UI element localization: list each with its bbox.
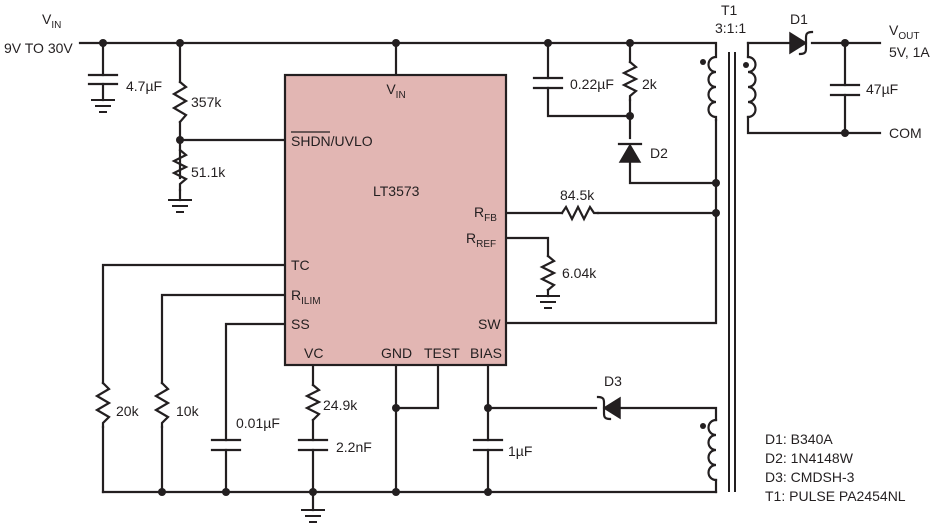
label-2-2nf: 2.2nF bbox=[336, 439, 372, 455]
label-47uf: 47µF bbox=[866, 81, 898, 97]
ic-pin-vin: VIN bbox=[386, 81, 405, 101]
resistor-357k bbox=[171, 80, 189, 124]
resistor-84-5k bbox=[560, 204, 600, 222]
ic-pin-bias: BIAS bbox=[470, 345, 502, 361]
label-24-9k: 24.9k bbox=[323, 397, 358, 413]
diodes bbox=[596, 30, 814, 421]
ic-body bbox=[283, 73, 508, 367]
capacitors bbox=[87, 73, 861, 452]
label-t1: T1 bbox=[721, 2, 738, 18]
ground-icon bbox=[168, 199, 192, 213]
ic-pin-shdn: SHDN/UVLO bbox=[291, 133, 373, 149]
primary-winding bbox=[707, 41, 718, 122]
label-10k: 10k bbox=[176, 403, 200, 419]
ic-pin-gnd: GND bbox=[381, 345, 412, 361]
ground-icon bbox=[536, 295, 560, 309]
label-84-5k: 84.5k bbox=[560, 187, 595, 203]
ground-icon bbox=[91, 99, 115, 113]
vout-rating-label: 5V, 1A bbox=[889, 44, 930, 60]
resistor-2k bbox=[621, 60, 639, 102]
ground-symbols bbox=[91, 99, 560, 523]
diode-d3 bbox=[596, 395, 621, 421]
transformer-t1 bbox=[700, 41, 757, 492]
resistor-51-1k bbox=[171, 148, 189, 192]
ic-pin-test: TEST bbox=[424, 345, 460, 361]
bias-dot bbox=[700, 423, 706, 429]
label-0-01uf: 0.01µF bbox=[236, 415, 280, 431]
capacitor-2-2nf bbox=[297, 438, 329, 452]
capacitor-47uf bbox=[829, 83, 861, 97]
ground-icon bbox=[301, 509, 325, 523]
diode-d1 bbox=[789, 30, 814, 56]
resistor-24-9k bbox=[304, 383, 322, 422]
label-357k: 357k bbox=[191, 94, 222, 110]
lt3573-ic: VIN SHDN/UVLO LT3573 RFB RREF TC RILIM S… bbox=[283, 73, 508, 367]
diode-d2 bbox=[617, 142, 643, 163]
label-d1: D1 bbox=[790, 11, 808, 27]
vin-range-label: 9V TO 30V bbox=[4, 40, 73, 56]
bias-winding bbox=[707, 418, 718, 482]
label-4-7uf: 4.7µF bbox=[126, 78, 162, 94]
resistor-6-04k bbox=[539, 254, 557, 292]
junction-dots bbox=[99, 39, 849, 496]
ic-pin-rref: RREF bbox=[466, 230, 496, 250]
label-2k: 2k bbox=[642, 76, 658, 92]
label-1uf: 1µF bbox=[508, 443, 532, 459]
ic-pin-vc: VC bbox=[304, 345, 323, 361]
bom-item: D1: B340A bbox=[765, 431, 833, 447]
bom-item: T1: PULSE PA2454NL bbox=[765, 488, 906, 504]
ic-pin-rilim: RILIM bbox=[291, 287, 321, 307]
label-0-22uf: 0.22µF bbox=[570, 76, 614, 92]
resistors bbox=[94, 60, 639, 429]
capacitor-0-01uf bbox=[210, 438, 242, 452]
ic-pin-ss: SS bbox=[291, 316, 310, 332]
ic-pin-tc: TC bbox=[291, 257, 310, 273]
ic-pin-sw: SW bbox=[478, 316, 501, 332]
capacitor-0-22uf bbox=[532, 76, 564, 90]
capacitor-1uf bbox=[472, 438, 504, 452]
vin-label: VIN bbox=[42, 11, 61, 31]
label-d3: D3 bbox=[604, 373, 622, 389]
label-20k: 20k bbox=[116, 403, 140, 419]
com-label: COM bbox=[889, 125, 922, 141]
bom-item: D3: CMDSH-3 bbox=[765, 469, 855, 485]
label-6-04k: 6.04k bbox=[562, 265, 597, 281]
wires bbox=[78, 41, 882, 512]
ic-part-number: LT3573 bbox=[373, 183, 420, 199]
labels: VIN 9V TO 30V 4.7µF 357k 51.1k 0.22µF 2k… bbox=[4, 2, 930, 504]
ic-pin-rfb: RFB bbox=[474, 204, 497, 224]
capacitor-4-7uf bbox=[87, 73, 119, 86]
secondary-dot bbox=[743, 62, 749, 68]
primary-dot bbox=[700, 59, 706, 65]
bom-item: D2: 1N4148W bbox=[765, 450, 854, 466]
secondary-winding bbox=[746, 55, 757, 119]
resistor-10k bbox=[153, 381, 171, 429]
label-d2: D2 bbox=[650, 145, 668, 161]
vout-label: VOUT bbox=[889, 22, 919, 42]
bom-list: D1: B340A D2: 1N4148W D3: CMDSH-3 T1: PU… bbox=[765, 431, 906, 504]
label-51-1k: 51.1k bbox=[191, 164, 226, 180]
resistor-20k bbox=[94, 381, 112, 429]
label-t1-ratio: 3:1:1 bbox=[715, 20, 746, 36]
